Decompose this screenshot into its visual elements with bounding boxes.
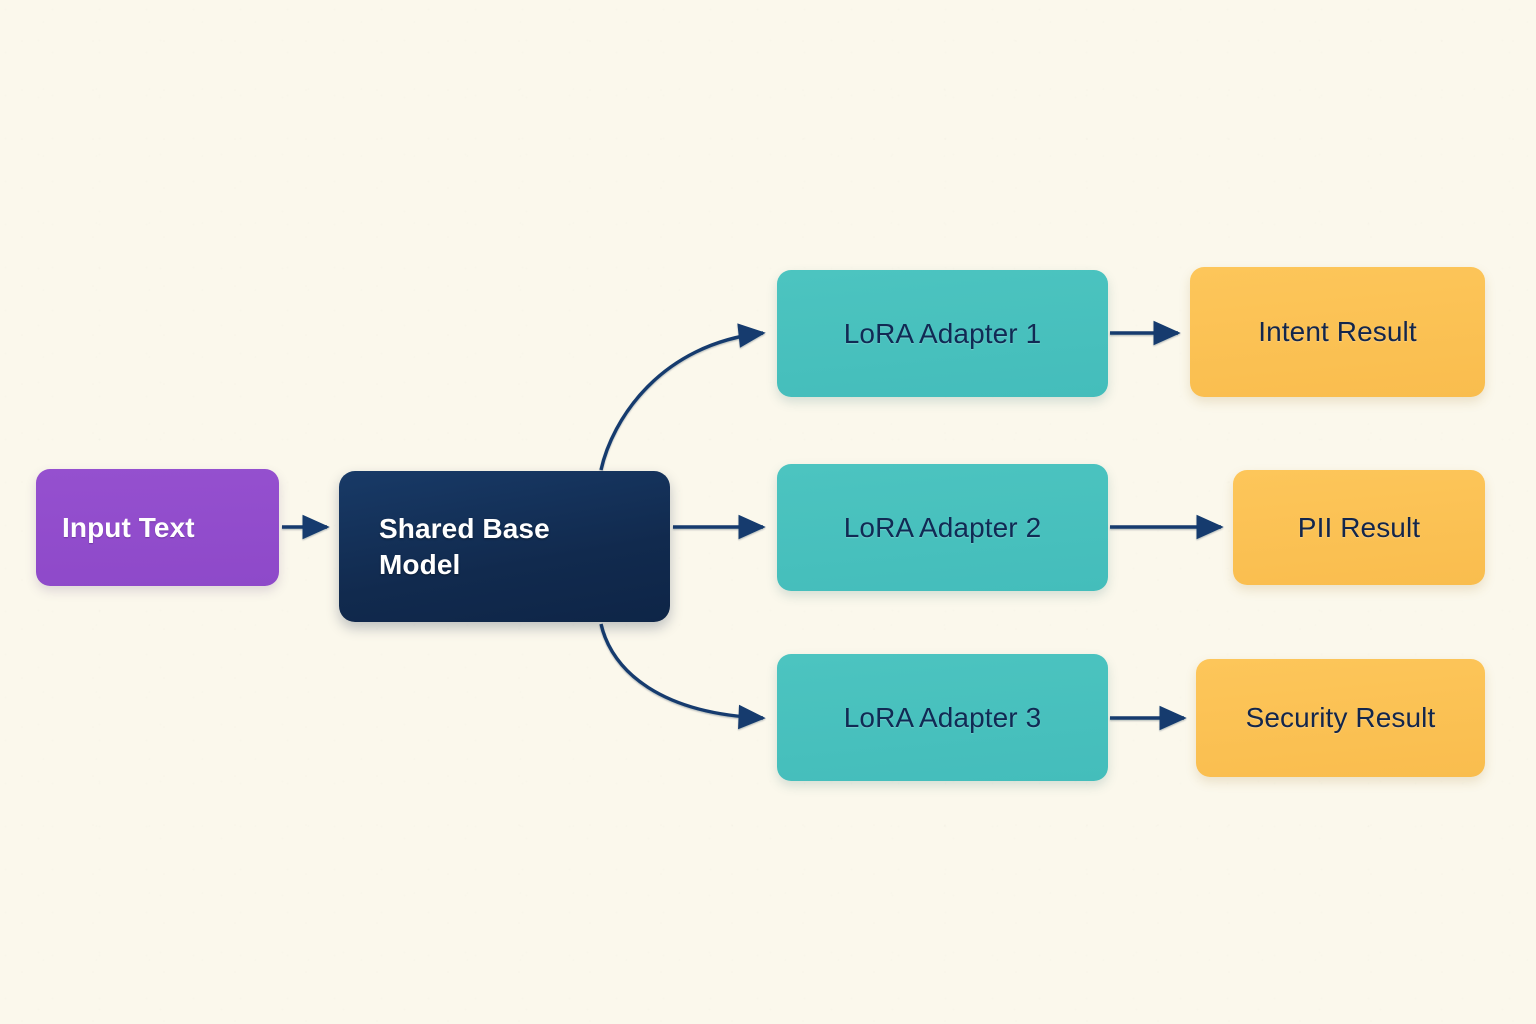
edge-base-to-adapter-1 <box>599 323 766 471</box>
node-security-result-label: Security Result <box>1245 702 1436 734</box>
edge-base-to-adapter-3 <box>599 623 766 730</box>
node-pii-result[interactable]: PII Result <box>1233 470 1485 585</box>
node-lora-adapter-3[interactable]: LoRA Adapter 3 <box>777 654 1108 781</box>
node-base-label-line2: Model <box>379 548 461 580</box>
node-intent-result-label: Intent Result <box>1258 316 1417 348</box>
node-lora-adapter-2[interactable]: LoRA Adapter 2 <box>777 464 1108 591</box>
node-intent-result[interactable]: Intent Result <box>1190 267 1485 397</box>
node-base-label-line1: Shared Base <box>379 512 550 544</box>
node-lora-adapter-2-label: LoRA Adapter 2 <box>843 511 1042 543</box>
node-shared-base-model-label: Shared Base Model <box>379 511 630 583</box>
node-security-result[interactable]: Security Result <box>1196 659 1485 777</box>
node-pii-result-label: PII Result <box>1297 511 1421 543</box>
node-input-text[interactable]: Input Text <box>36 469 279 586</box>
node-lora-adapter-1-label: LoRA Adapter 1 <box>843 317 1042 349</box>
node-shared-base-model[interactable]: Shared Base Model <box>339 471 670 622</box>
node-lora-adapter-3-label: LoRA Adapter 3 <box>843 701 1042 733</box>
node-input-text-label: Input Text <box>62 511 195 543</box>
node-lora-adapter-1[interactable]: LoRA Adapter 1 <box>777 270 1108 397</box>
